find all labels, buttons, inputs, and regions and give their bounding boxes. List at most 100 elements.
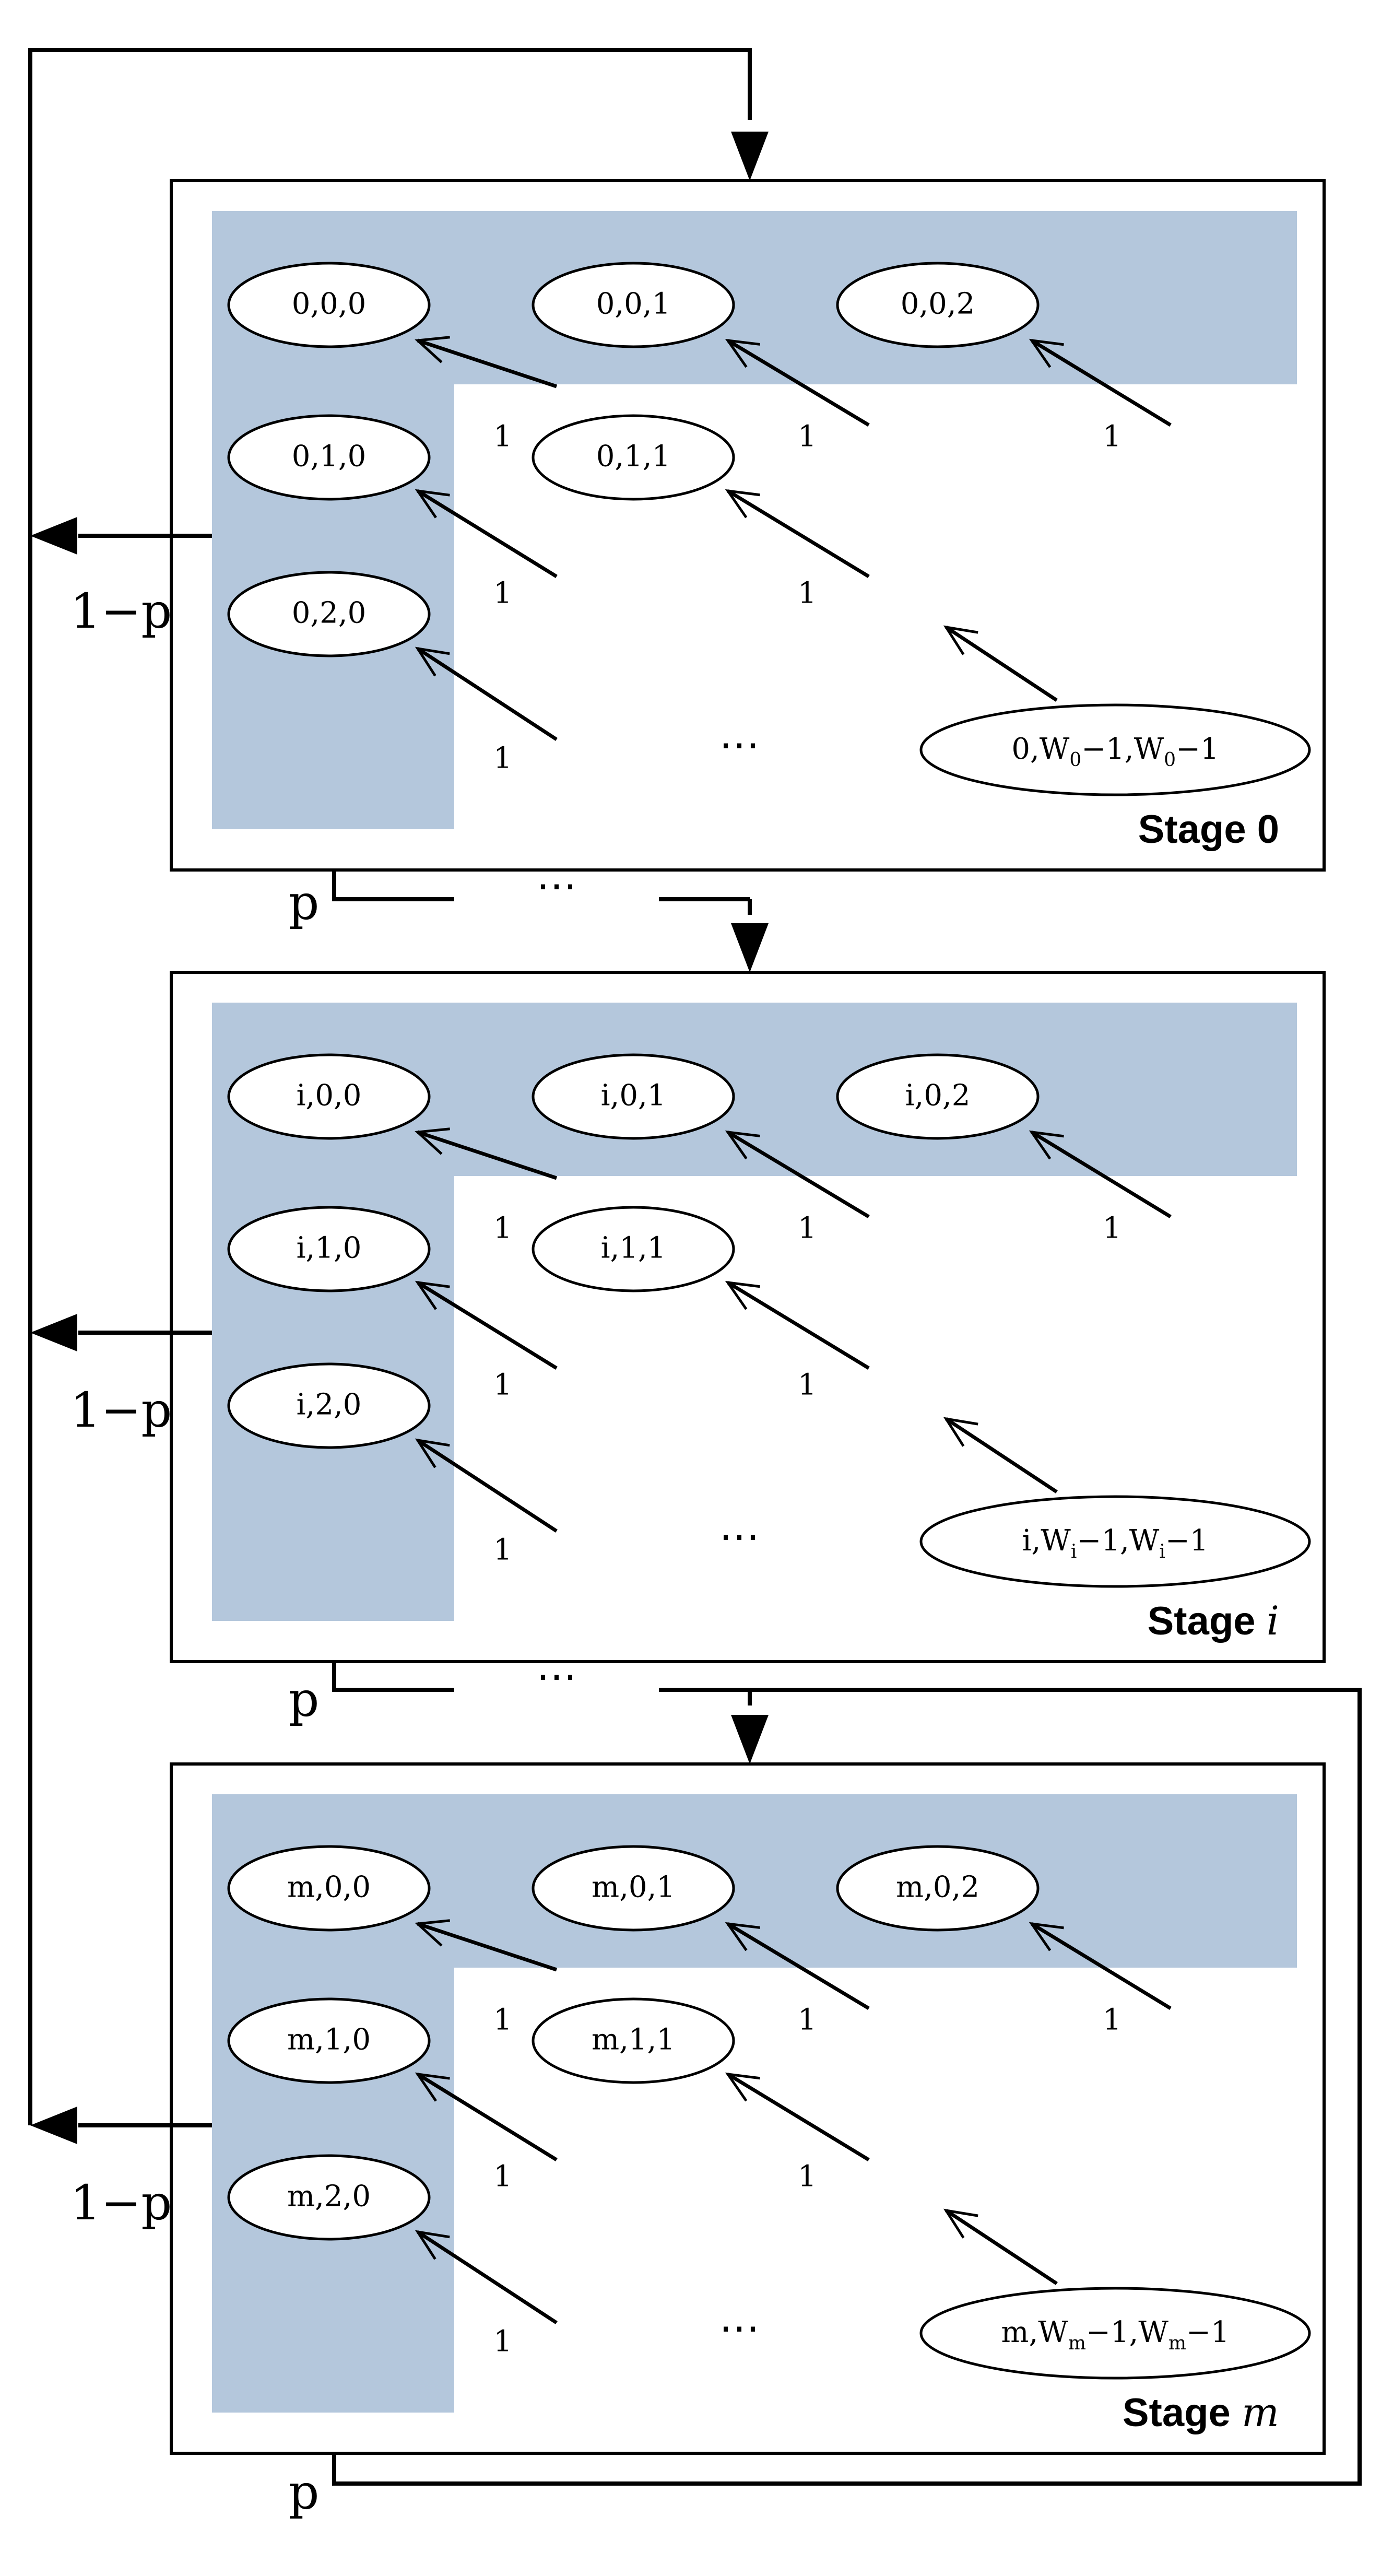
collision-line: [332, 870, 454, 901]
last-state-label: 0,W0−1,W0−1: [1011, 732, 1219, 771]
transition-probability-label: 1: [798, 577, 817, 610]
success-probability-label: 1−p: [70, 1382, 172, 1438]
open-arrowhead: [415, 1919, 450, 1947]
collision-arrowhead: [731, 1715, 769, 1764]
transition-arrow: [727, 2073, 870, 2161]
open-arrowhead: [415, 1280, 450, 1310]
final-stage-loop-line: [332, 1688, 1362, 2486]
transition-probability-label: 1: [493, 2160, 512, 2194]
stage-label: Stage i: [1148, 1597, 1279, 1644]
transition-arrow: [945, 1417, 1058, 1493]
stage-label: Stage 0: [1138, 807, 1279, 852]
transition-arrow: [1031, 1131, 1172, 1218]
ellipsis: ⋯: [536, 1653, 577, 1700]
transition-probability-label: 1: [798, 420, 817, 454]
transition-arrow: [727, 1922, 870, 2010]
stage-0-shaded-region: [212, 211, 1297, 829]
open-arrowhead: [415, 1438, 450, 1468]
success-exit-arrowhead: [30, 517, 77, 555]
state-node: [919, 703, 1311, 796]
open-arrowhead: [943, 2208, 978, 2239]
open-arrowhead: [725, 1280, 760, 1310]
state-node: [919, 1495, 1311, 1588]
state-node-label: m,1,1: [592, 2023, 675, 2057]
transition-arrow: [417, 1922, 558, 1972]
transition-arrow: [727, 1130, 870, 1219]
stage-m-shaded-region: [212, 1794, 1297, 2413]
open-arrowhead: [943, 625, 978, 655]
state-node: [836, 262, 1040, 348]
state-node: [532, 1206, 735, 1292]
open-arrowhead: [1029, 338, 1064, 368]
open-arrowhead: [415, 646, 450, 677]
transition-probability-label: 1: [493, 742, 512, 775]
collision-line: [332, 1662, 454, 1692]
state-node: [227, 262, 431, 348]
last-state-label: i,Wi−1,Wi−1: [1022, 1524, 1209, 1563]
state-node-label: i,2,0: [297, 1388, 362, 1422]
state-node: [227, 1362, 431, 1449]
state-node: [532, 1845, 735, 1932]
state-node-label: 0,1,0: [292, 440, 367, 474]
transition-probability-label: 1: [1103, 2003, 1122, 2037]
transition-arrow: [417, 2073, 558, 2161]
state-node-label: i,0,0: [297, 1079, 362, 1113]
stage-0-box: [170, 179, 1326, 872]
open-arrowhead: [943, 1417, 978, 1447]
state-node-label: 0,1,1: [596, 440, 671, 474]
state-node: [532, 262, 735, 348]
transition-probability-label: 1: [493, 2325, 512, 2359]
transition-probability-label: 1: [493, 420, 512, 454]
transition-arrow: [1031, 339, 1172, 427]
state-node-label: 0,2,0: [292, 596, 367, 630]
transition-arrow: [417, 1439, 558, 1533]
transition-probability-label: 1: [493, 1211, 512, 1245]
open-arrowhead: [1029, 1922, 1064, 1951]
open-arrowhead: [415, 1127, 450, 1155]
stage-i-box: [170, 971, 1326, 1663]
collision-probability-label: p: [289, 875, 320, 931]
open-arrowhead: [725, 489, 760, 519]
state-node: [532, 1053, 735, 1140]
transition-arrow: [727, 489, 870, 578]
state-node-label: i,0,1: [601, 1079, 666, 1113]
success-probability-label: 1−p: [70, 2175, 172, 2231]
stage-i-shaded-region: [212, 1003, 1297, 1621]
transition-probability-label: 1: [798, 1211, 817, 1245]
state-node-label: i,1,0: [297, 1231, 362, 1265]
transition-probability-label: 1: [1103, 420, 1122, 454]
state-node-label: m,2,0: [287, 2180, 371, 2214]
open-arrowhead: [725, 2072, 760, 2102]
transition-arrow: [417, 489, 558, 578]
transition-arrow: [1031, 1922, 1172, 2010]
open-arrowhead: [725, 1130, 760, 1160]
transition-probability-label: 1: [493, 577, 512, 610]
transition-probability-label: 1: [798, 1368, 817, 1402]
transition-probability-label: 1: [1103, 1211, 1122, 1245]
transition-arrow: [417, 647, 558, 741]
state-node: [227, 1206, 431, 1292]
last-state-label: m,Wm−1,Wm−1: [1001, 2315, 1229, 2355]
state-node: [836, 1053, 1040, 1140]
ellipsis: ⋯: [719, 1513, 760, 1560]
collision-probability-label: p: [289, 1672, 320, 1727]
transition-probability-label: 1: [798, 2003, 817, 2037]
transition-arrow: [417, 1130, 558, 1180]
state-node-label: m,0,1: [592, 1871, 675, 1904]
state-node: [227, 571, 431, 657]
success-return-arrowhead: [731, 132, 769, 181]
state-node-label: 0,0,2: [901, 287, 975, 321]
state-node: [227, 1053, 431, 1140]
ellipsis: ⋯: [719, 2305, 760, 2352]
open-arrowhead: [725, 1922, 760, 1951]
state-node-label: i,0,2: [905, 1079, 971, 1113]
open-arrowhead: [415, 2072, 450, 2102]
ellipsis: ⋯: [536, 863, 577, 910]
open-arrowhead: [415, 336, 450, 363]
success-exit-arrowhead: [30, 1314, 77, 1351]
transition-arrow: [945, 626, 1058, 702]
